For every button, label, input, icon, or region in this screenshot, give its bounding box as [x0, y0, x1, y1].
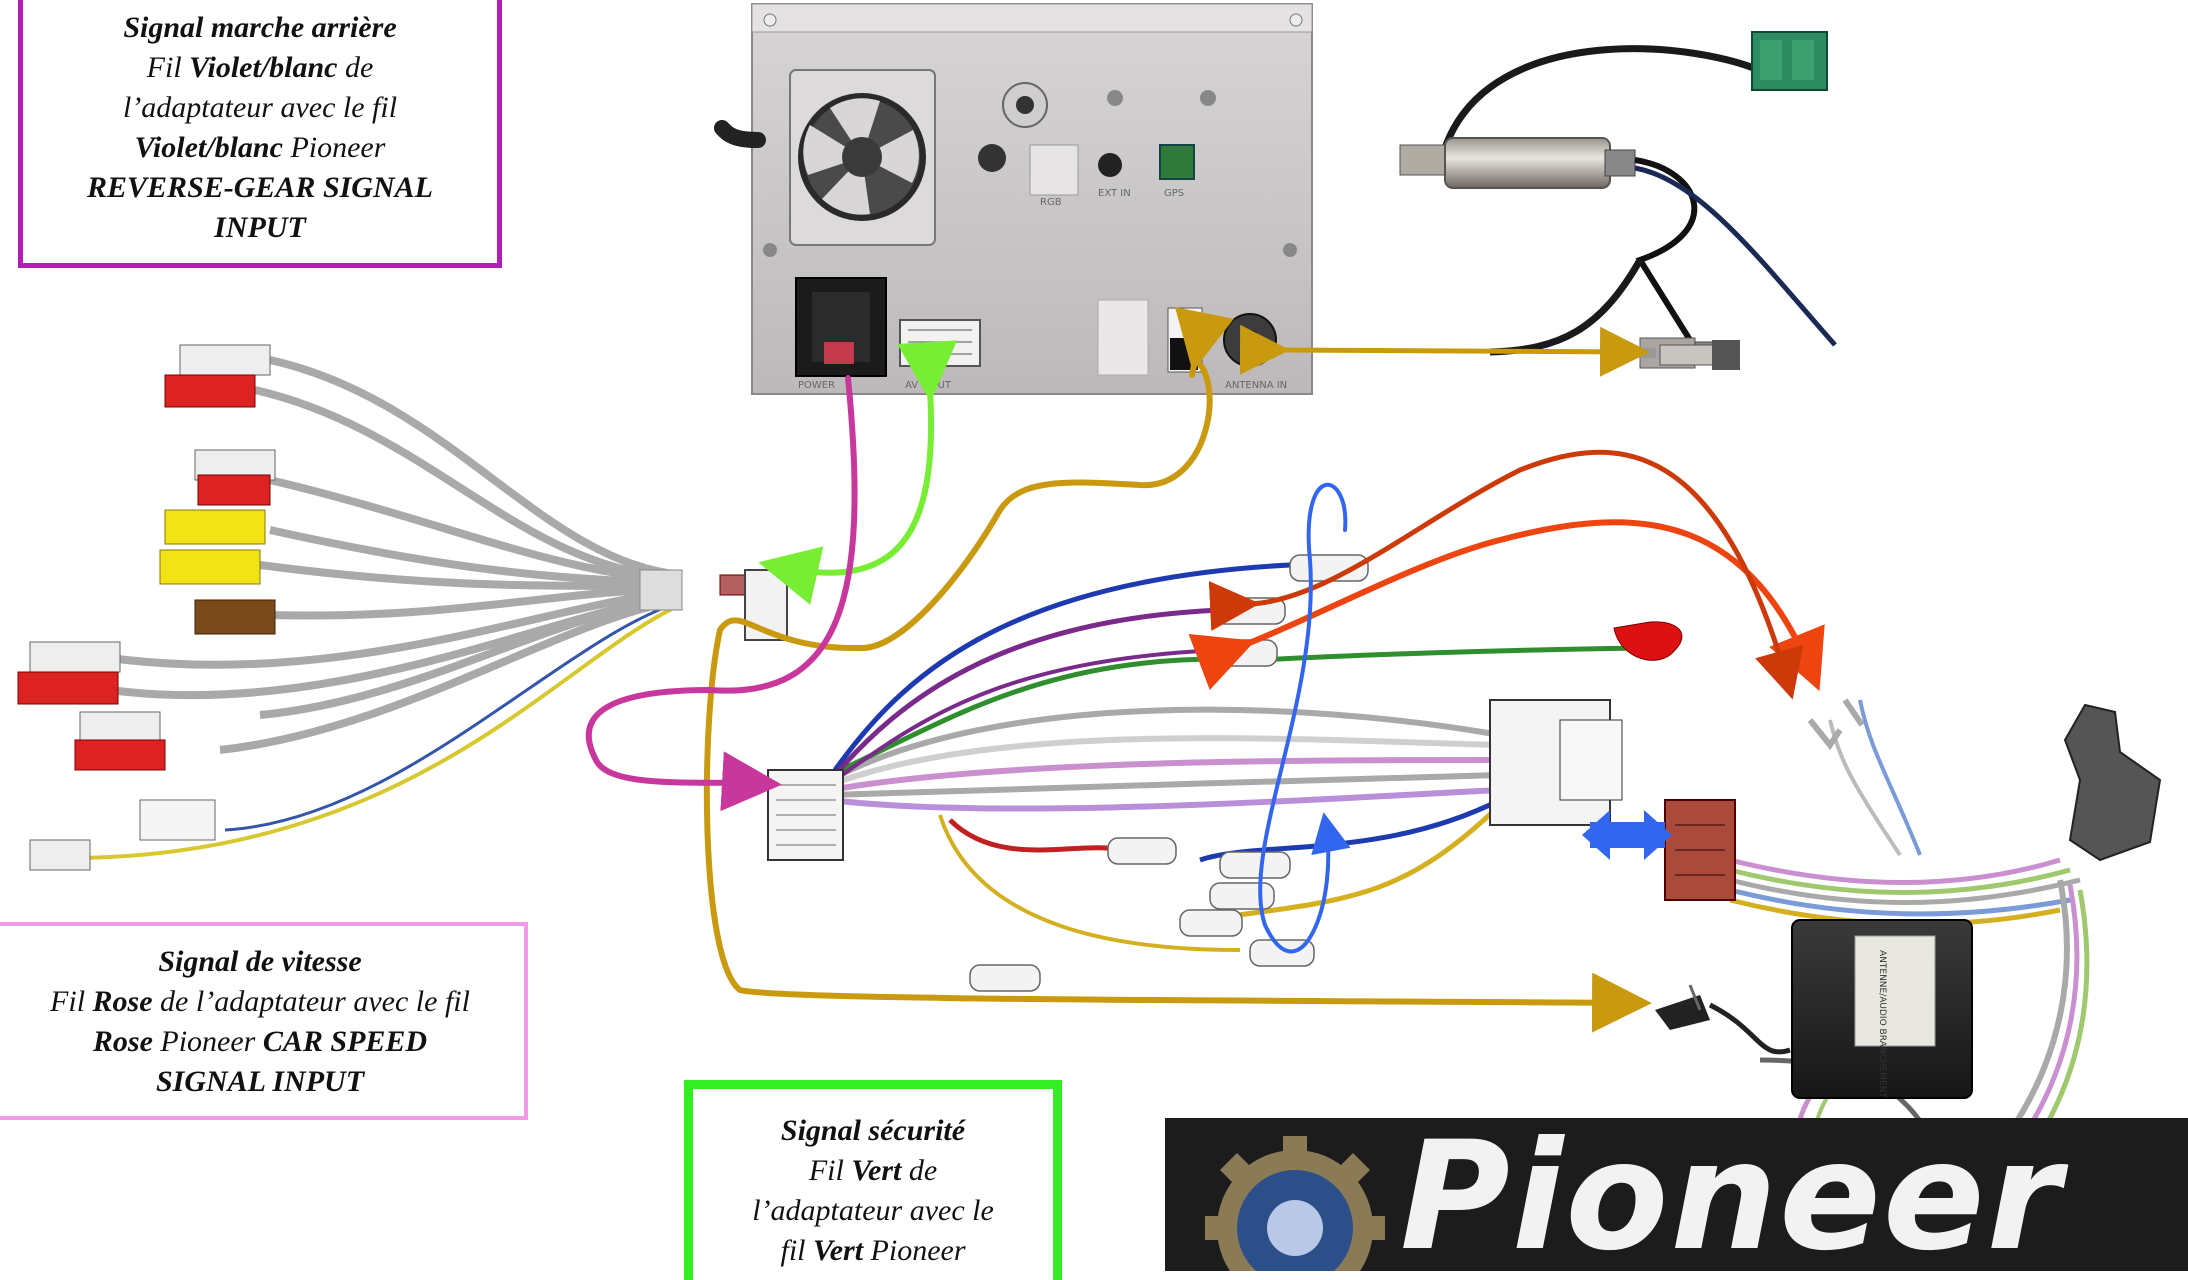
callout-speed-l2a: Rose	[92, 1025, 153, 1058]
callout-speed-title: Signal de vitesse	[158, 945, 362, 978]
callout-speed-l2b: Pioneer	[152, 1025, 263, 1058]
callout-reverse-l1c: de	[337, 51, 374, 84]
callout-reverse-l1b: Violet/blanc	[189, 51, 338, 84]
rca-cable-harness	[17, 344, 788, 871]
cooling-fan-icon	[789, 69, 936, 246]
callout-safety-l3c: Pioneer	[863, 1234, 966, 1267]
arrow-gold-long	[703, 357, 1652, 1033]
av-input-connector	[899, 319, 981, 367]
antenna-label: ANTENNA IN	[1225, 380, 1287, 391]
callout-speed-l1a: Fil	[50, 985, 93, 1018]
power-label: POWER	[798, 380, 835, 391]
callout-reverse-l3a: Violet/blanc	[134, 131, 283, 164]
arrow-darkred	[1208, 449, 1804, 700]
steering-plug	[2063, 703, 2162, 862]
callout-reverse-signal: Signal marche arrière Fil Violet/blanc d…	[18, 0, 502, 268]
red-plug	[1613, 621, 1683, 661]
callout-speed-l2c: CAR SPEED	[262, 1025, 428, 1058]
callout-speed-l1c: de l’adaptateur avec le fil	[152, 985, 470, 1018]
adapter-box-label: ANTENNE/AUDIO BRANCHEMENT	[1877, 950, 1887, 1098]
rgb-label: RGB	[1040, 197, 1062, 208]
callout-safety-l2: l’adaptateur avec le	[752, 1194, 994, 1227]
callout-speed-l1b: Rose	[92, 985, 153, 1018]
callout-speed-signal: Signal de vitesse Fil Rose de l’adaptate…	[0, 922, 528, 1120]
callout-reverse-l3b: Pioneer	[282, 131, 386, 164]
callout-safety-l1c: de	[901, 1154, 938, 1187]
gps-label: GPS	[1164, 188, 1184, 199]
callout-safety-l3a: fil	[780, 1234, 814, 1267]
callout-safety-l1b: Vert	[851, 1154, 902, 1187]
callout-reverse-l4: REVERSE-GEAR SIGNAL	[87, 171, 433, 204]
callout-safety-l1a: Fil	[808, 1154, 852, 1187]
callout-safety-signal: Signal sécurité Fil Vert de l’adaptateur…	[684, 1080, 1062, 1280]
gear-logo-icon	[1205, 1136, 1385, 1271]
arrow-green	[758, 340, 958, 605]
arrow-blue-loop	[1258, 482, 1351, 954]
callout-safety-l3b: Vert	[813, 1234, 864, 1267]
pioneer-logo-band: Pioneer	[1165, 1118, 2188, 1271]
pioneer-logo-text: Pioneer	[1400, 1118, 2063, 1271]
connection-arrows	[585, 307, 1825, 1033]
callout-speed-l3: SIGNAL INPUT	[155, 1065, 365, 1098]
callout-reverse-l2: l’adaptateur avec le fil	[122, 91, 398, 124]
callout-reverse-l1a: Fil	[146, 51, 190, 84]
rca-plug-icon	[17, 344, 276, 871]
main-wire-harness	[767, 554, 1683, 992]
callout-reverse-l5: INPUT	[214, 211, 306, 244]
arrow-antenna	[1239, 324, 1650, 377]
callout-safety-title: Signal sécurité	[780, 1114, 966, 1147]
ext-in-label: EXT IN	[1098, 188, 1131, 199]
arrow-magenta	[585, 375, 858, 812]
antenna-adapter	[1399, 31, 1837, 370]
callout-reverse-title: Signal marche arrière	[123, 11, 397, 44]
head-unit-rear-panel: POWER AV INPUT ANTENNA IN EXT IN RGB GPS	[714, 3, 1313, 395]
